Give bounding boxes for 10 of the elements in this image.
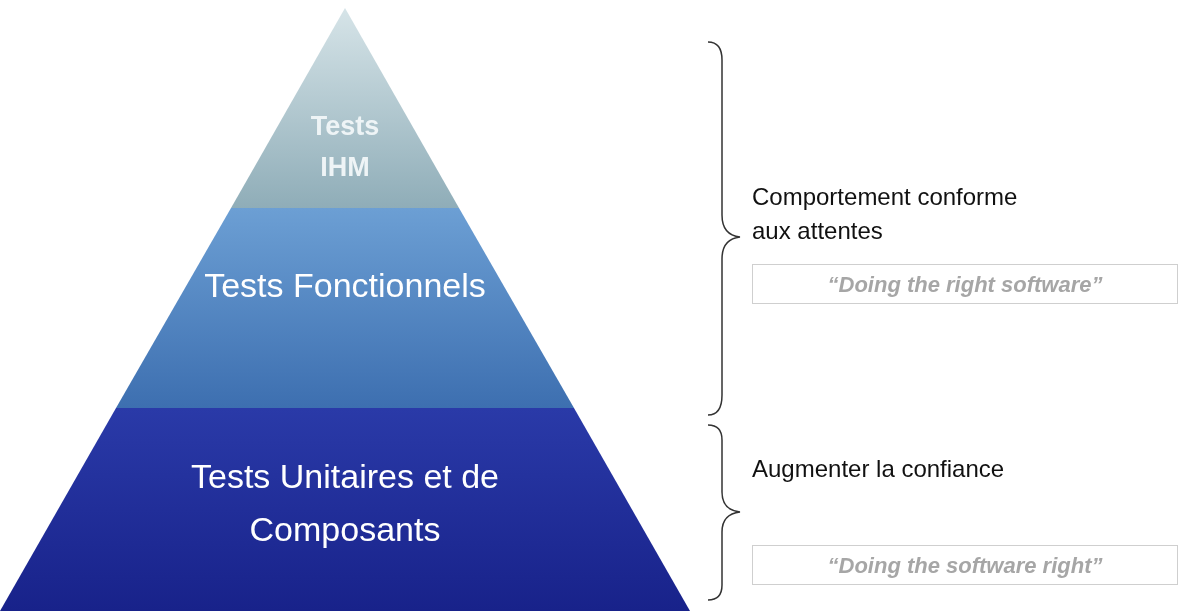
pyramid-tier: [0, 408, 690, 611]
quote-box: [752, 264, 1178, 304]
quote-box: [752, 545, 1178, 585]
quote-text: “Doing the software right”: [827, 551, 1103, 580]
quote-text: “Doing the right software”: [827, 270, 1103, 299]
tier-label: Tests Fonctionnels: [203, 265, 487, 306]
tier-label: Tests IHM: [309, 110, 381, 184]
tier-label: Tests Unitaires et de Composants: [190, 456, 500, 550]
description-text: Comportement conforme aux attentes: [752, 182, 1019, 246]
description-text: Augmenter la confiance: [752, 454, 1006, 484]
